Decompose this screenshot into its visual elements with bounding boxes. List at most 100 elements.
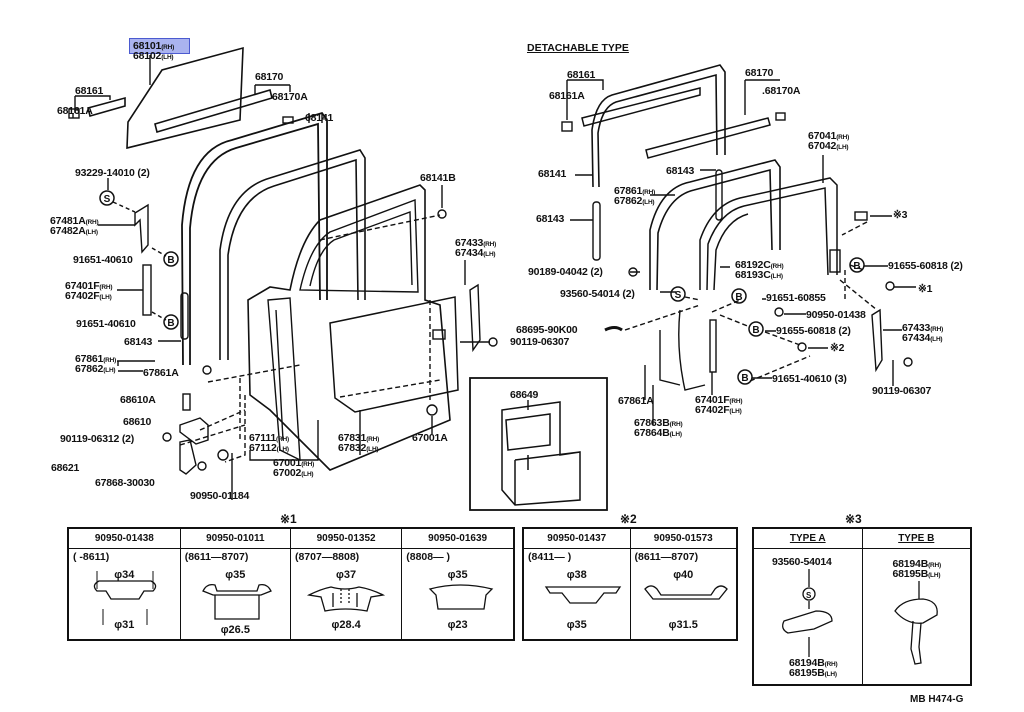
- part-callout[interactable]: 68141: [538, 169, 566, 181]
- type-a-lh: 68195B(LH): [789, 668, 837, 680]
- svg-text:B: B: [752, 325, 759, 336]
- part-callout[interactable]: 68170: [745, 68, 773, 80]
- table1-part[interactable]: 90950-01639: [401, 527, 515, 549]
- part-callout[interactable]: 67482A(LH): [50, 226, 98, 238]
- part-callout[interactable]: 67042(LH): [808, 141, 849, 153]
- part-callout[interactable]: 67863B(RH): [634, 418, 683, 430]
- part-callout[interactable]: ※2: [830, 343, 844, 355]
- leaders-right: [570, 155, 916, 425]
- part-callout[interactable]: 67831(RH): [338, 433, 379, 445]
- part-callout[interactable]: 67861(RH): [75, 354, 116, 366]
- part-callout[interactable]: 68649: [510, 390, 538, 402]
- part-callout[interactable]: 67112(LH): [249, 443, 289, 455]
- part-callout[interactable]: 67481A(RH): [50, 216, 99, 228]
- part-callout[interactable]: 68141: [305, 113, 333, 125]
- leaders: [72, 84, 291, 118]
- part-callout[interactable]: ※1: [918, 284, 932, 296]
- part-callout[interactable]: ※3: [893, 210, 907, 222]
- part-callout[interactable]: 90950-01438: [806, 310, 866, 322]
- part-callout[interactable]: 68102(LH): [133, 51, 174, 63]
- side-suffix: (LH): [103, 367, 116, 374]
- table1-part[interactable]: 90950-01352: [289, 527, 403, 549]
- part-callout[interactable]: 67434(LH): [455, 248, 496, 260]
- part-callout[interactable]: 67001(RH): [273, 458, 314, 470]
- part-callout[interactable]: 93560-54014 (2): [560, 289, 635, 301]
- part-callout[interactable]: 68161: [75, 86, 103, 98]
- table3-mark: ※3: [845, 512, 862, 526]
- part-callout[interactable]: 67402F(LH): [695, 405, 742, 417]
- type-b-label: TYPE B: [898, 533, 935, 544]
- table2-part[interactable]: 90950-01573: [629, 527, 738, 549]
- part-callout[interactable]: 90119-06312 (2): [60, 434, 134, 446]
- part-callout[interactable]: 68161: [567, 70, 595, 82]
- part-callout[interactable]: 67864B(LH): [634, 428, 682, 440]
- part-code: 68170: [745, 67, 774, 79]
- part-callout[interactable]: 67861A: [618, 396, 654, 408]
- part-callout[interactable]: .68170A: [762, 86, 801, 98]
- part-callout[interactable]: 90119-06307: [510, 337, 569, 349]
- side-suffix: (RH): [301, 461, 315, 468]
- part-callout[interactable]: 68143: [666, 166, 694, 178]
- part-callout[interactable]: 67862(LH): [75, 364, 116, 376]
- side-suffix: (RH): [836, 134, 850, 141]
- part-callout[interactable]: 67111(RH): [249, 433, 289, 445]
- highlighted-part-68101[interactable]: [129, 38, 190, 54]
- part-callout[interactable]: 68143: [124, 337, 152, 349]
- table2-part[interactable]: 90950-01437: [522, 527, 631, 549]
- part-callout[interactable]: 68141B: [420, 173, 456, 185]
- part-callout[interactable]: 91655-60818 (2): [888, 261, 963, 273]
- part-callout[interactable]: 67001A: [412, 433, 448, 445]
- part-callout[interactable]: 68193C(LH): [735, 270, 783, 282]
- clip-type-table: TYPE A TYPE B 93560-54014 S 68194B(RH) 6…: [752, 527, 972, 686]
- part-code: 67862: [614, 195, 643, 207]
- table1-part[interactable]: 90950-01011: [179, 527, 291, 549]
- part-callout[interactable]: 90119-06307: [872, 386, 931, 398]
- inner-dim: φ23: [447, 619, 468, 631]
- part-callout[interactable]: 68170: [255, 72, 283, 84]
- part-callout[interactable]: 67861A: [143, 368, 179, 380]
- part-callout[interactable]: 68610: [123, 417, 151, 429]
- part-callout[interactable]: 91651-40610: [76, 319, 136, 331]
- part-code: 67001: [273, 457, 302, 469]
- part-callout[interactable]: 68143: [536, 214, 564, 226]
- side: (LH): [824, 671, 837, 678]
- part-callout[interactable]: 68101(RH): [133, 41, 174, 53]
- part-callout[interactable]: 67868-30030: [95, 478, 155, 490]
- part-callout[interactable]: 67433(RH): [455, 238, 496, 250]
- outer-dim: φ40: [673, 569, 694, 581]
- part-callout[interactable]: 67434(LH): [902, 333, 943, 345]
- part-callout[interactable]: 68610A: [120, 395, 156, 407]
- grommet-icon: [306, 586, 386, 612]
- part-callout[interactable]: 91655-60818 (2): [776, 326, 851, 338]
- door-check-68621: [179, 439, 197, 475]
- part-callout[interactable]: 67402F(LH): [65, 291, 112, 303]
- part-callout[interactable]: 67041(RH): [808, 131, 849, 143]
- part-callout[interactable]: 67002(LH): [273, 468, 314, 480]
- part-callout[interactable]: 91651-40610: [73, 255, 133, 267]
- part-callout[interactable]: 67861(RH): [614, 186, 655, 198]
- part-callout[interactable]: 67862(LH): [614, 195, 655, 208]
- bolt-mark: [163, 314, 179, 330]
- type-a-cell: 93560-54014 S 68194B(RH) 68195B(LH): [754, 549, 862, 684]
- part-callout[interactable]: 68192C(RH): [735, 260, 784, 272]
- part-callout[interactable]: 68621: [51, 463, 79, 475]
- part-callout[interactable]: 67832(LH): [338, 443, 379, 455]
- part-callout[interactable]: 93229-14010 (2): [75, 168, 150, 180]
- sash-67041: [699, 177, 838, 291]
- side-suffix: (RH): [483, 241, 497, 248]
- part-callout[interactable]: 68161A: [549, 91, 585, 103]
- part-callout[interactable]: 90950-01184: [190, 491, 249, 503]
- part-callout[interactable]: 67401F(RH): [695, 395, 743, 407]
- part-callout[interactable]: 91651-60855: [766, 293, 826, 305]
- part-callout[interactable]: 67401F(RH): [65, 281, 113, 293]
- part-callout[interactable]: 68695-90K00: [516, 325, 578, 337]
- part-callout[interactable]: 68161A: [57, 106, 93, 118]
- table1-part[interactable]: 90950-01438: [67, 527, 181, 549]
- hinge-68610: [179, 417, 209, 445]
- part-callout[interactable]: 67433(RH): [902, 323, 943, 335]
- part-callout[interactable]: 90189-04042 (2): [528, 267, 603, 279]
- part-callout[interactable]: 91651-40610 (3): [772, 374, 847, 386]
- part-callout[interactable]: 68170A: [272, 92, 308, 104]
